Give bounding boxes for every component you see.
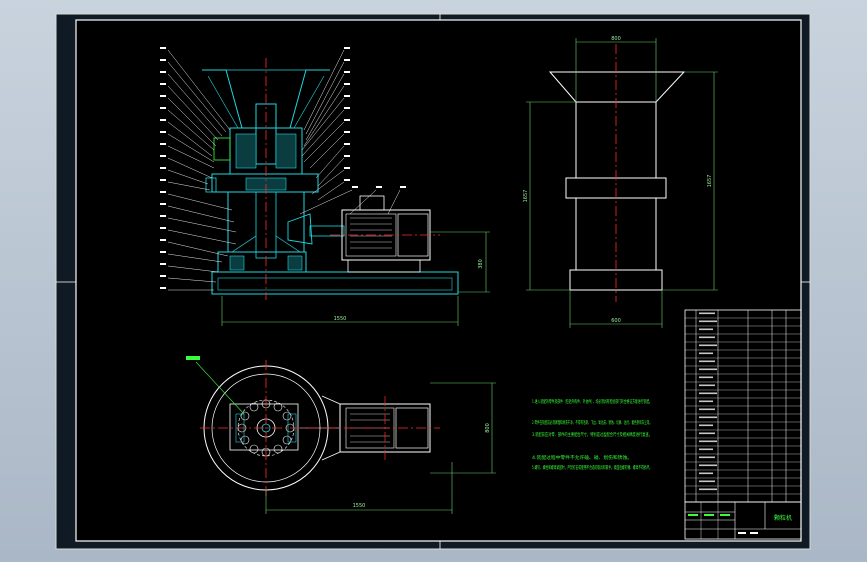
parts-list-entry	[699, 344, 717, 347]
drawing-sheet	[75, 19, 802, 542]
part-leaders-left	[167, 49, 237, 291]
technical-notes: 1.进入装配的零件及部件（包括外购件、外协件），均必须具有检验部门的合格证方能进…	[532, 398, 652, 471]
drawing-title: 颗粒机	[774, 514, 792, 522]
parts-list-entry	[699, 384, 715, 387]
parts-list-entry	[699, 488, 717, 491]
plan-height-dim: 800	[485, 423, 491, 433]
parts-list-entry	[699, 456, 715, 459]
parts-list-entry	[699, 360, 715, 363]
parts-list-entry	[699, 328, 713, 331]
parts-list-entry	[699, 376, 713, 379]
tech-note-3: 3.装配前应对零、部件的主要配合尺寸，特别是过盈配合尺寸及相关精度进行复查。	[532, 431, 652, 438]
plan-view: 1550 800	[186, 356, 496, 514]
parts-list-entry	[699, 408, 715, 411]
title-block: 颗粒机	[684, 501, 802, 540]
front-width-dim: 1550	[334, 316, 347, 322]
side-view: 800 600 1657 1657	[523, 36, 718, 328]
parts-list-entry	[699, 464, 717, 467]
front-height-dim: 380	[478, 259, 484, 269]
side-top-dim: 800	[611, 36, 621, 42]
parts-list-entry	[699, 480, 715, 483]
tech-note-5: 5.螺钉、螺栓和螺母紧固时，严禁打击或使用不合适的旋具和扳手。紧固后螺钉槽、螺母…	[532, 464, 652, 471]
front-section-view: 1550 380	[160, 47, 490, 326]
parts-list-entry	[699, 312, 715, 315]
tech-note-4: 4.装配过程中零件不允许磕、碰、划伤和锈蚀。	[532, 454, 632, 461]
tech-note-1: 1.进入装配的零件及部件（包括外购件、外协件），均必须具有检验部门的合格证方能进…	[532, 398, 652, 405]
parts-list-entry	[699, 336, 715, 339]
side-height-dim-right: 1657	[707, 175, 713, 188]
parts-list-entry	[699, 352, 713, 355]
parts-list-entry	[699, 368, 717, 371]
parts-list-entry	[699, 440, 717, 443]
part-leaders-right	[299, 49, 401, 215]
parts-list-entry	[699, 416, 717, 419]
parts-list-entry	[699, 400, 713, 403]
tech-note-2: 2.零件在装配前必须清理和清洗干净，不得有毛刺、飞边、氧化皮、锈蚀、切屑、油污、…	[532, 419, 652, 426]
parts-list-entry	[699, 392, 717, 395]
parts-list-entry	[699, 432, 715, 435]
parts-list-entry	[699, 424, 713, 427]
parts-list	[684, 309, 802, 503]
parts-list-entry	[699, 320, 717, 323]
side-height-dim-left: 1657	[523, 190, 529, 203]
side-bottom-dim: 600	[611, 318, 621, 324]
parts-list-entry	[699, 472, 713, 475]
parts-list-entry	[699, 448, 713, 451]
plan-width-dim: 1550	[353, 503, 366, 509]
